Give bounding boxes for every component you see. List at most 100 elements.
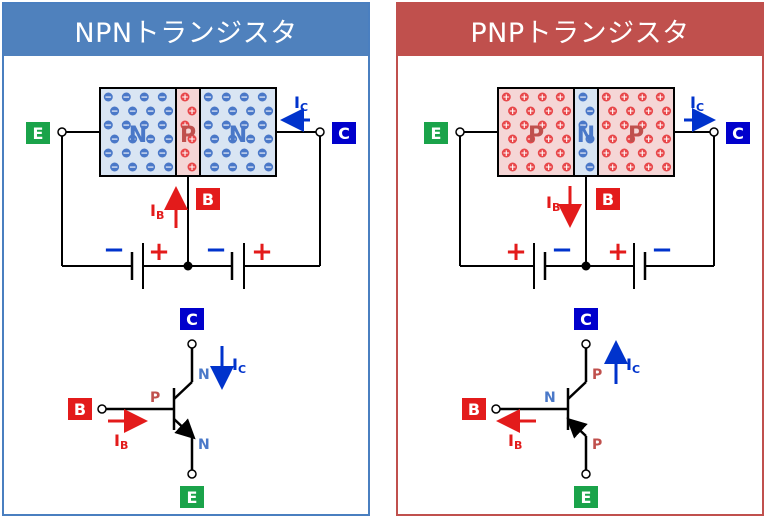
hole	[637, 92, 647, 102]
electron	[578, 148, 588, 158]
electron	[239, 148, 249, 158]
electron-sign: −	[123, 149, 131, 159]
electron	[585, 106, 595, 116]
npn-base-label: B	[202, 190, 214, 209]
electron	[128, 106, 138, 116]
hole-sign: +	[545, 107, 553, 117]
hole	[187, 106, 197, 116]
electron	[228, 106, 238, 116]
pnp-battery-right-pos: +	[607, 237, 629, 267]
electron-sign: −	[123, 93, 131, 103]
electron-sign: −	[159, 149, 167, 159]
hole	[180, 92, 190, 102]
electron-sign: −	[105, 121, 113, 131]
npn-collector-label: C	[338, 124, 350, 143]
hole	[644, 106, 654, 116]
hole-sign: +	[509, 107, 517, 117]
hole-sign: +	[663, 163, 671, 173]
pnp-circuit-wires	[459, 131, 715, 267]
hole	[519, 120, 529, 130]
pnp-symbol-collector-box	[574, 308, 598, 330]
hole	[562, 162, 572, 172]
hole-sign: +	[603, 93, 611, 103]
hole	[501, 148, 511, 158]
npn-battery-left-neg: −	[103, 235, 125, 265]
electron-sign: −	[205, 93, 213, 103]
hole-sign: +	[639, 149, 647, 159]
hole-sign: +	[657, 149, 665, 159]
hole-sign: +	[609, 163, 617, 173]
electron	[257, 120, 267, 130]
npn-diagram: −−−−−−−−−−−−−−−−−−−−−−−− ++++++ −−−−−−−−…	[26, 87, 356, 508]
npn-emitter-label: E	[33, 124, 44, 143]
electron	[128, 162, 138, 172]
electron	[585, 162, 595, 172]
npn-region-label-p: P	[180, 123, 196, 148]
npn-region-label-n1: N	[129, 123, 147, 148]
electron	[121, 120, 131, 130]
npn-emitter-box	[26, 122, 50, 144]
hole	[526, 162, 536, 172]
hole-sign: +	[657, 93, 665, 103]
electron	[121, 148, 131, 158]
electron-sign: −	[265, 135, 273, 145]
hole	[187, 134, 197, 144]
electron-sign: −	[141, 149, 149, 159]
hole	[519, 148, 529, 158]
electron	[203, 92, 213, 102]
electron-sign: −	[129, 107, 137, 117]
hole-sign: +	[527, 163, 535, 173]
npn-battery-left-pos: +	[148, 237, 170, 267]
hole-sign: +	[621, 121, 629, 131]
electron	[110, 106, 120, 116]
hole	[537, 120, 547, 130]
hole-sign: +	[627, 163, 635, 173]
electron	[246, 162, 256, 172]
hole	[180, 120, 190, 130]
npn-electrons-collector: −−−−−−−−−−−−−−−−−−−−−−−−	[203, 92, 274, 173]
electron	[228, 162, 238, 172]
hole	[608, 162, 618, 172]
pnp-region-label-n: N	[577, 123, 595, 148]
electron	[164, 162, 174, 172]
npn-symbol-p-label: P	[150, 390, 160, 406]
hole-sign: +	[557, 121, 565, 131]
electron-sign: −	[147, 163, 155, 173]
hole-sign: +	[545, 135, 553, 145]
npn-junction-dot	[183, 261, 193, 271]
hole	[537, 92, 547, 102]
hole	[537, 148, 547, 158]
npn-battery-right	[230, 243, 245, 289]
hole	[655, 148, 665, 158]
hole-sign: +	[509, 163, 517, 173]
electron	[221, 92, 231, 102]
electron-sign: −	[586, 163, 594, 173]
hole-sign: +	[539, 121, 547, 131]
hole	[601, 120, 611, 130]
pnp-title: PNPトランジスタ	[398, 4, 762, 56]
electron	[128, 134, 138, 144]
hole-sign: +	[539, 93, 547, 103]
npn-ib-label: IB	[150, 201, 164, 222]
hole-sign: +	[503, 149, 511, 159]
electron	[246, 106, 256, 116]
hole	[662, 134, 672, 144]
pnp-symbol-ib-label: IB	[508, 431, 522, 452]
electron	[139, 92, 149, 102]
hole	[619, 92, 629, 102]
electron	[203, 148, 213, 158]
hole	[626, 162, 636, 172]
hole	[655, 92, 665, 102]
npn-battery-right-pos: +	[251, 237, 273, 267]
electron	[264, 106, 274, 116]
hole-sign: +	[188, 163, 196, 173]
npn-holes-base: ++++++	[180, 92, 197, 173]
hole	[501, 92, 511, 102]
electron	[578, 92, 588, 102]
hole	[644, 134, 654, 144]
hole-sign: +	[527, 107, 535, 117]
hole-sign: +	[627, 107, 635, 117]
hole	[508, 106, 518, 116]
pnp-symbol-ic-label: IC	[626, 355, 640, 376]
pnp-battery-right-neg: −	[651, 235, 673, 265]
